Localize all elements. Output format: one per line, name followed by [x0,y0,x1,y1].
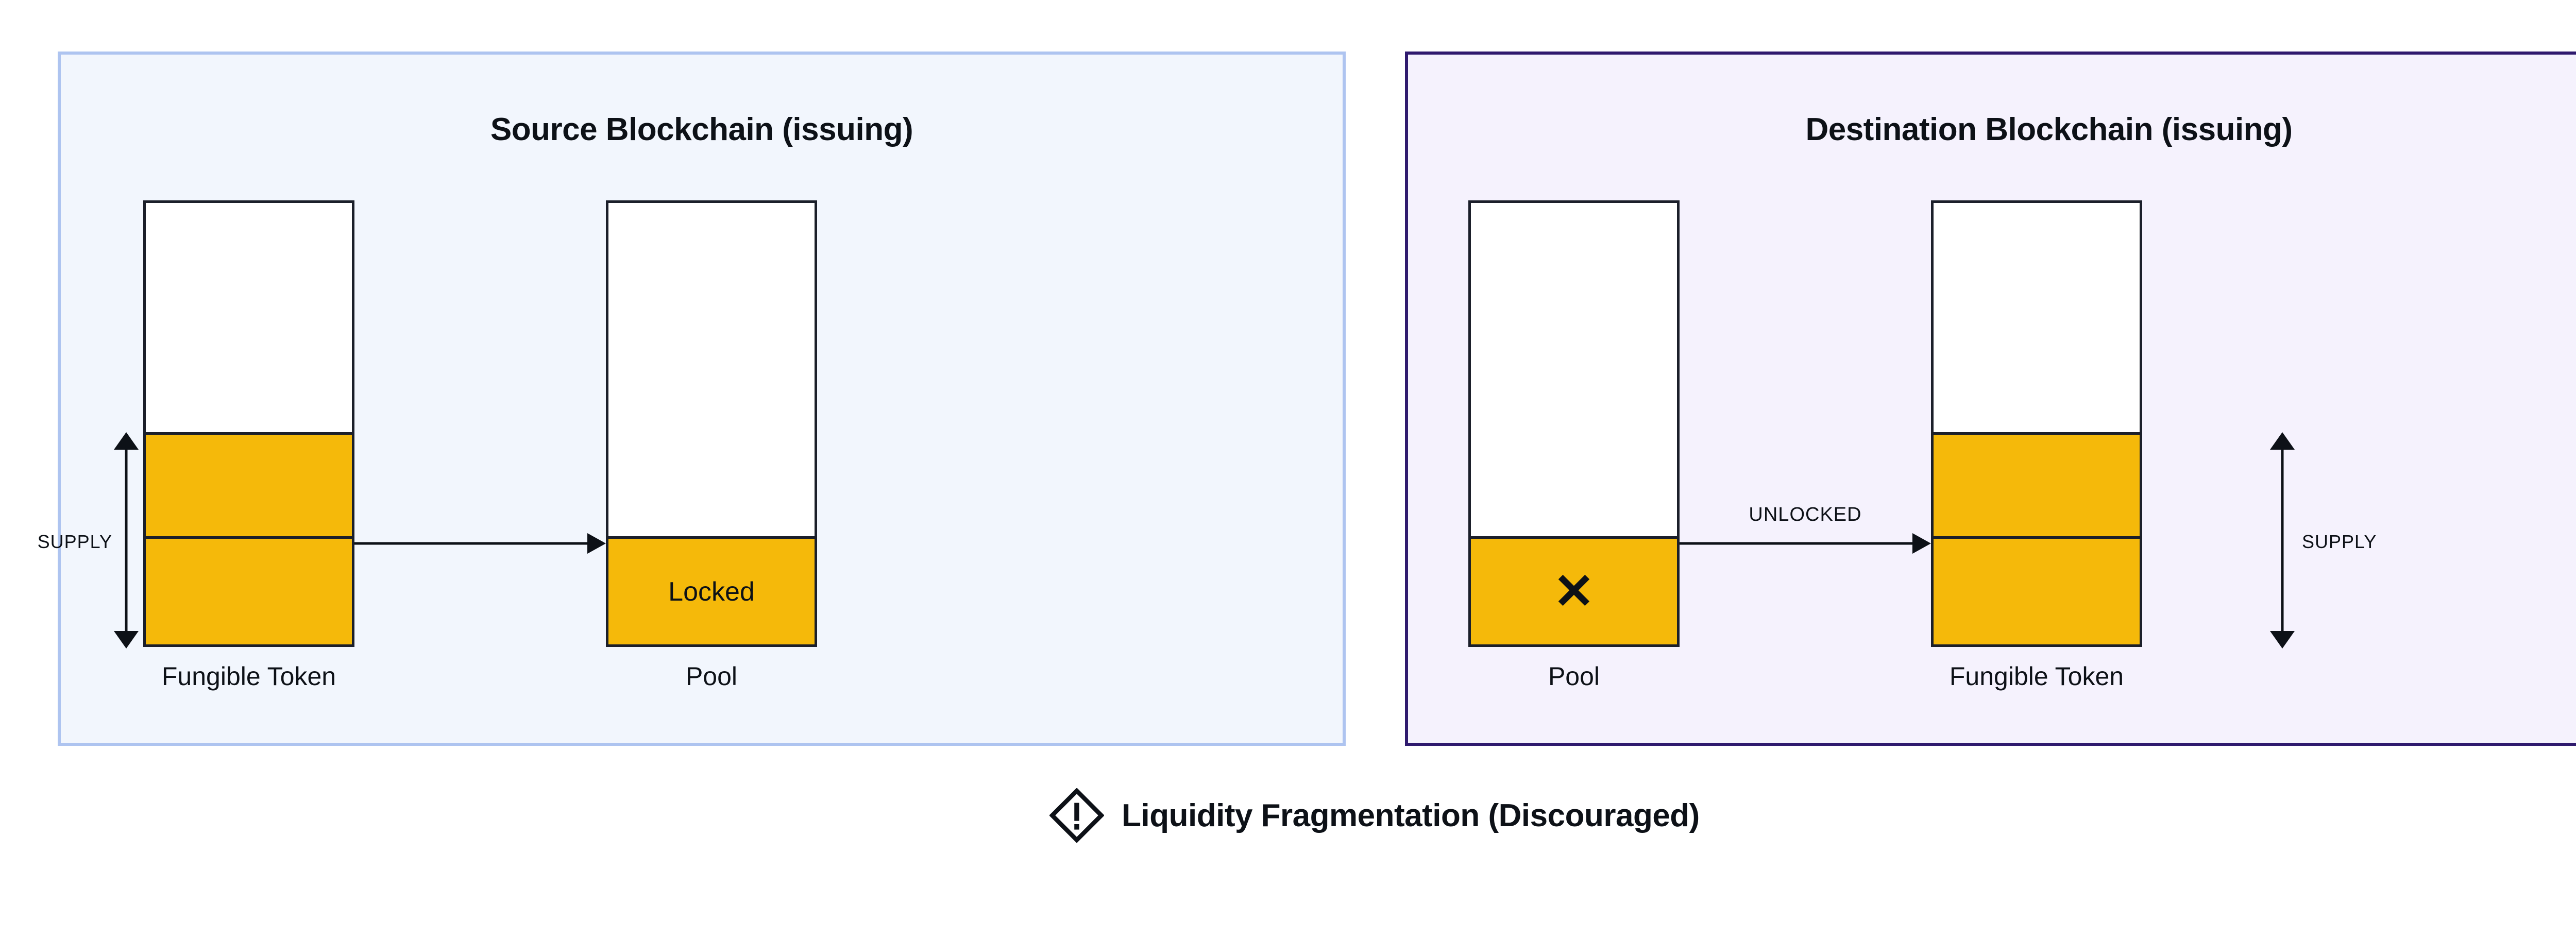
footer-note-label: Liquidity Fragmentation (Discouraged) [1122,797,1700,833]
panel-source-title: Source Blockchain (issuing) [490,112,913,147]
destination-token-segment-filled-upper [1934,432,2140,537]
source-pool-box: Locked [606,200,817,647]
flow-arrow-unlock-shaft [1680,542,1913,545]
destination-pool-segment-empty [1471,203,1677,537]
panel-destination-blockchain: Destination Blockchain (issuing) ✕ Pool … [1405,52,2576,746]
supply-label-destination: SUPPLY [2302,531,2377,552]
footer-note: Liquidity Fragmentation (Discouraged) [0,788,2576,843]
flow-arrow-unlock [1680,533,1931,554]
panel-destination-title: Destination Blockchain (issuing) [1805,112,2293,147]
supply-arrow-head-up-icon [2270,432,2295,450]
source-pool-segment-empty [608,203,815,537]
supply-arrow-shaft [2281,448,2284,633]
source-pool-segment-locked: Locked [608,536,815,644]
supply-arrow-head-down-icon [114,631,139,649]
source-pool-locked-label: Locked [668,576,755,607]
destination-pool-caption: Pool [1548,662,1600,691]
source-fungible-token-box [143,200,354,647]
destination-fungible-token-caption: Fungible Token [1949,662,2124,691]
supply-arrow-shaft [125,448,128,633]
supply-arrow-head-up-icon [114,432,139,450]
supply-label-source: SUPPLY [37,531,112,552]
source-token-segment-filled-lower [146,536,352,644]
flow-arrow-lock-shaft [354,542,588,545]
warning-diamond-icon [1049,788,1105,843]
flow-arrow-unlock-head-icon [1912,533,1931,554]
panel-source-blockchain: Source Blockchain (issuing) SUPPLY Fungi… [38,52,1346,746]
source-token-segment-filled-upper [146,432,352,537]
destination-fungible-token-box [1931,200,2142,647]
destination-token-segment-filled-lower [1934,536,2140,644]
destination-pool-segment-unlocked: ✕ [1471,536,1677,644]
supply-arrow-destination [2270,432,2295,649]
source-fungible-token-caption: Fungible Token [161,662,336,691]
flow-arrow-lock-head-icon [587,533,606,554]
destination-pool-box: ✕ [1468,200,1680,647]
cross-mark-icon: ✕ [1553,564,1595,619]
flow-arrow-unlock-label: UNLOCKED [1749,504,1862,525]
supply-arrow-source [114,432,139,649]
supply-arrow-head-down-icon [2270,631,2295,649]
source-token-segment-empty [146,203,352,432]
source-pool-caption: Pool [685,662,738,691]
destination-token-segment-empty [1934,203,2140,432]
flow-arrow-lock [354,533,606,554]
